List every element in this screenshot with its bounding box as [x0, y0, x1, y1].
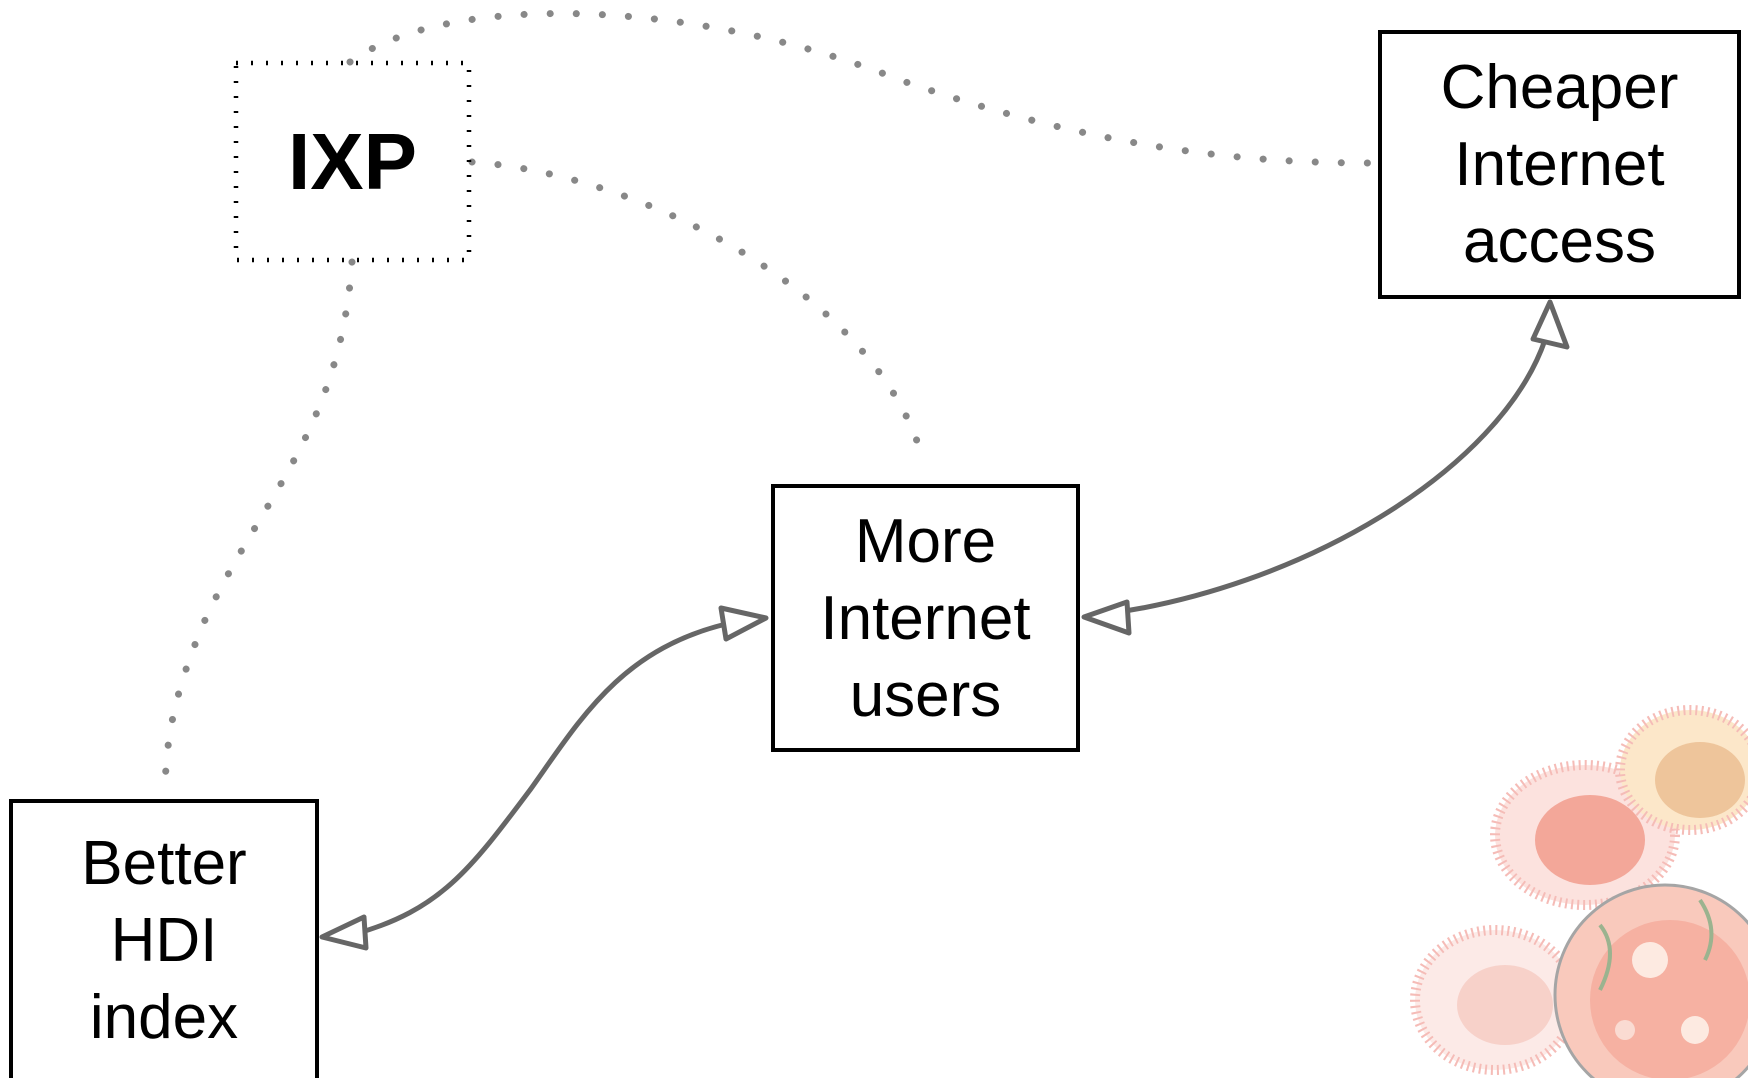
- decorative-flower-illustration: [1410, 705, 1748, 1078]
- arrowhead-to-hdi: [319, 914, 369, 951]
- more-line-3: users: [849, 660, 1002, 730]
- cheaper-internet-access-node: Cheaper Internet access: [1378, 30, 1741, 299]
- ixp-node: IXP: [235, 62, 470, 262]
- ixp-to-more-users-dotted-link: [468, 158, 927, 464]
- hdi-line-1: Better: [81, 829, 247, 898]
- more-hdi-arrow-line: [354, 621, 727, 937]
- cheaper-line-1: Cheaper: [1440, 53, 1679, 122]
- cheaper-line-3: access: [1463, 207, 1656, 276]
- hdi-line-2: HDI: [110, 906, 218, 975]
- ixp-label: IXP: [288, 117, 417, 206]
- more-line-2: Internet: [820, 583, 1031, 653]
- hdi-line-3: index: [89, 983, 239, 1052]
- arrowhead-to-cheaper: [1530, 299, 1570, 350]
- ixp-to-cheaper-dotted-link: [346, 10, 1374, 167]
- ixp-to-hdi-dotted-link: [161, 258, 356, 801]
- arrowhead-to-more-users-left: [718, 605, 769, 642]
- more-line-1: More: [854, 506, 997, 576]
- arrowhead-to-more-users-right: [1081, 599, 1132, 636]
- ixp-box-dotted-border: [233, 60, 472, 263]
- better-hdi-index-node: Better HDI index: [9, 799, 319, 1078]
- cheaper-line-2: Internet: [1454, 130, 1665, 199]
- more-internet-users-node: More Internet users: [771, 484, 1080, 752]
- cheaper-more-arrow-line: [1097, 339, 1548, 618]
